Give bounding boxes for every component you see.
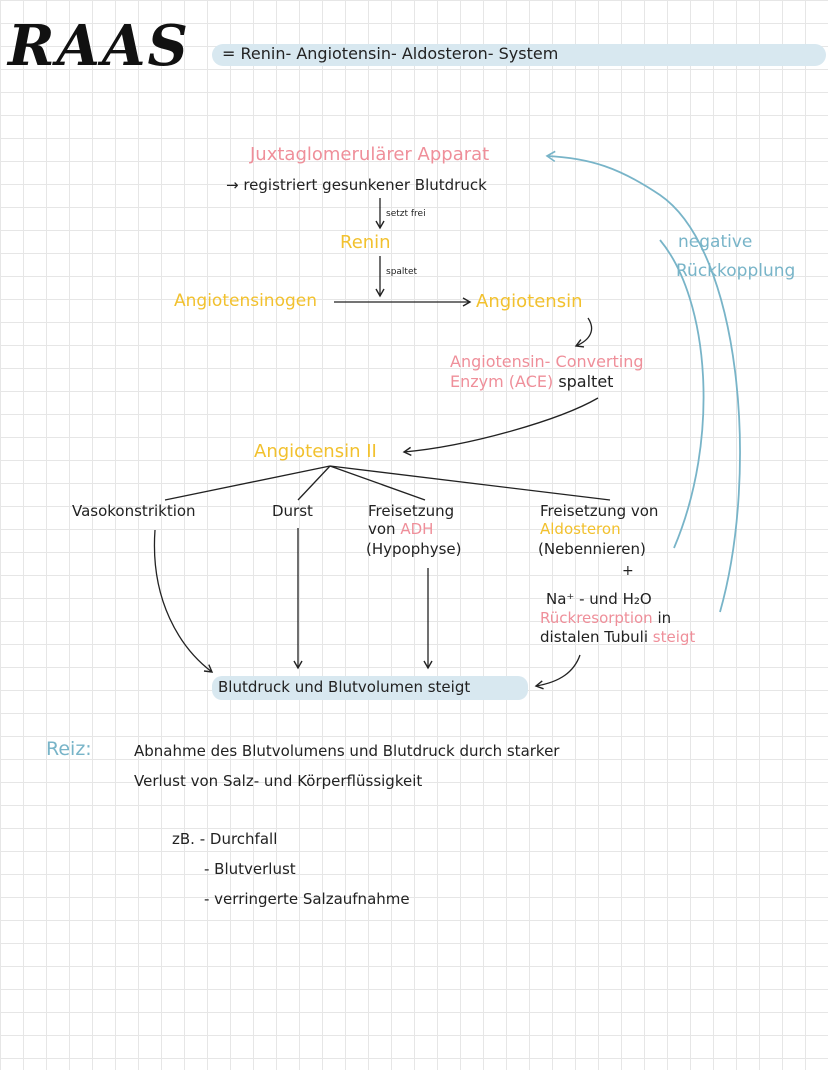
- distal-label: distalen Tubuli: [540, 628, 649, 646]
- feedback-label-1: negative: [678, 232, 753, 252]
- angiotensinogen-label: Angiotensinogen: [174, 291, 317, 311]
- reiz-line-2: Verlust von Salz- und Körperflüssigkeit: [134, 772, 423, 790]
- fan-line-durst: [297, 465, 331, 501]
- effect-adh-line-1: Freisetzung: [368, 502, 455, 520]
- in-label: in: [657, 609, 672, 627]
- steigt-label: steigt: [652, 628, 696, 646]
- fan-line-adh: [329, 465, 426, 501]
- feedback-label-2: Rückkopplung: [676, 261, 796, 281]
- rueckresorption-label: Rückresorption: [540, 609, 653, 627]
- rueckresorption-line: Rückresorption in: [540, 611, 671, 626]
- ace-line-2: Enzym (ACE) spaltet: [450, 374, 613, 390]
- spaltet-small-label: spaltet: [386, 267, 418, 277]
- fan-line-aldo: [329, 465, 611, 501]
- example-line-1: zB. - Durchfall: [172, 832, 277, 847]
- feedback-arrow-inner: [659, 239, 705, 549]
- effect-vasokonstriktion: Vasokonstriktion: [72, 502, 196, 520]
- ace-spaltet-label: spaltet: [558, 372, 614, 391]
- arrow-angiotensin-ace: [574, 317, 593, 348]
- na-h2o-label: Na⁺ - und H₂O: [546, 590, 652, 608]
- arrow-tubuli-result: [534, 654, 581, 690]
- effect-adh-line-3: (Hypophyse): [366, 540, 462, 558]
- effect-aldo-line-1: Freisetzung von: [540, 502, 659, 520]
- jga-label: Juxtaglomerulärer Apparat: [250, 144, 490, 165]
- result-highlight: [212, 676, 528, 700]
- arrow-vaso-result: [153, 529, 214, 673]
- reiz-line-1: Abnahme des Blutvolumens und Blutdruck d…: [134, 742, 560, 760]
- angiotensin2-label: Angiotensin II: [254, 441, 377, 462]
- adh-label: ADH: [400, 520, 434, 538]
- page-title: RAAS: [8, 13, 190, 79]
- example-durchfall: Durchfall: [209, 830, 278, 848]
- subtitle: = Renin- Angiotensin- Aldosteron- System: [222, 44, 559, 63]
- renin-label: Renin: [340, 232, 391, 253]
- reiz-label: Reiz:: [46, 738, 92, 760]
- subtitle-highlight: [212, 44, 826, 66]
- example-salzaufnahme: - verringerte Salzaufnahme: [204, 890, 410, 908]
- effect-aldo-line-3: (Nebennieren): [538, 540, 646, 558]
- angiotensin-label: Angiotensin: [476, 291, 583, 312]
- ace-line-1: Angiotensin- Converting: [450, 352, 644, 371]
- example-prefix: zB. -: [172, 830, 206, 848]
- setzt-frei-label: setzt frei: [386, 209, 426, 219]
- example-blutverlust: - Blutverlust: [204, 860, 296, 878]
- effect-durst: Durst: [272, 502, 313, 520]
- arrow-ace-angiotensin2: [402, 397, 599, 456]
- adh-von-label: von: [368, 520, 396, 538]
- effect-adh-line-2: von ADH: [368, 522, 433, 537]
- feedback-arrow-outer: [545, 150, 741, 613]
- plus-sign: +: [622, 563, 634, 579]
- jga-note: → registriert gesunkener Blutdruck: [226, 176, 487, 194]
- fan-line-vaso: [164, 465, 331, 501]
- distal-line: distalen Tubuli steigt: [540, 630, 695, 645]
- effect-aldo-line-2: Aldosteron: [540, 520, 621, 538]
- result-label: Blutdruck und Blutvolumen steigt: [218, 678, 471, 696]
- ace-enzyme-label: Enzym (ACE): [450, 372, 554, 391]
